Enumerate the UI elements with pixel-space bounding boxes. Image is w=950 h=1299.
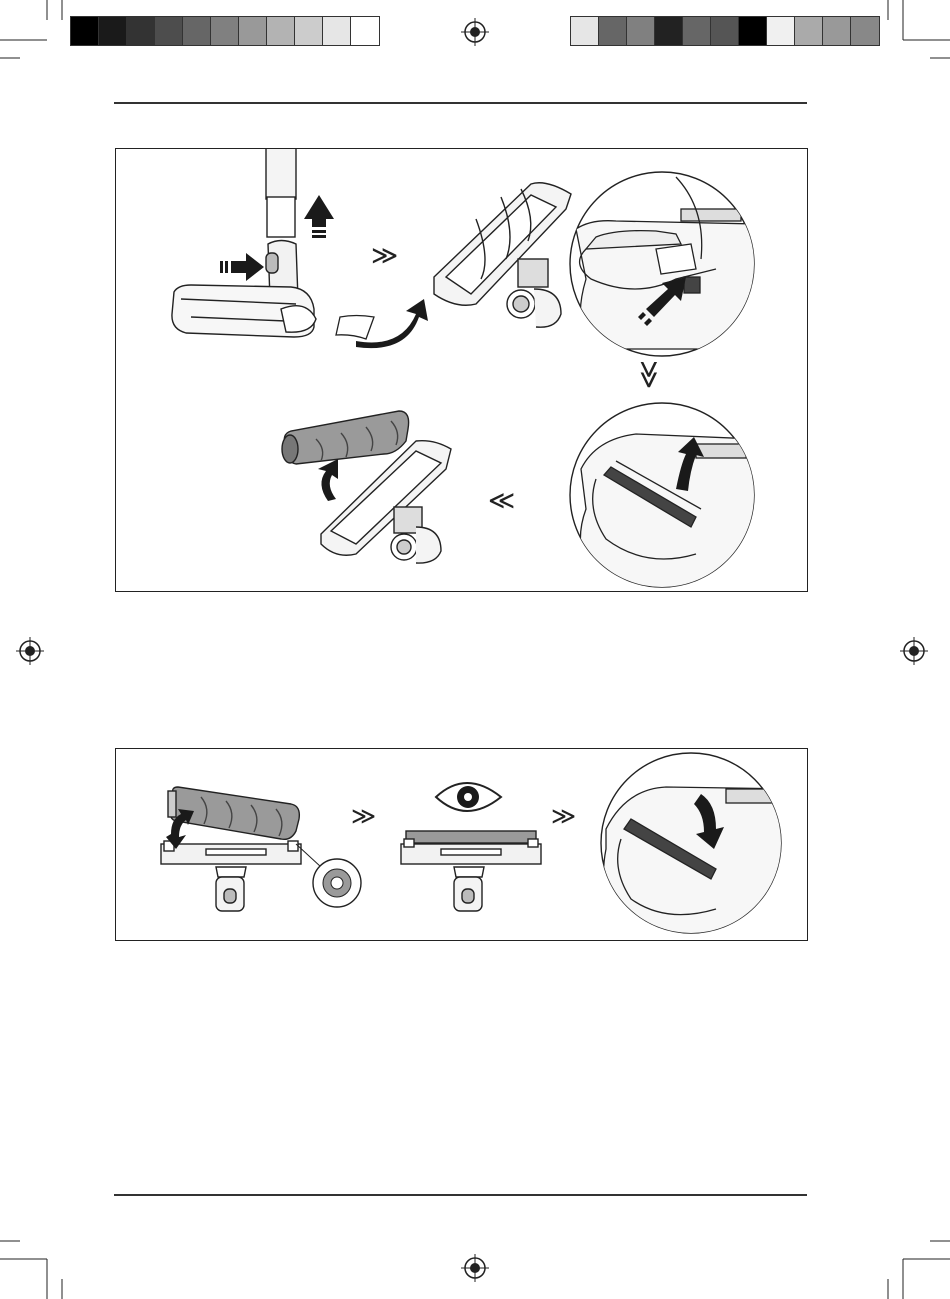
step-flip-floor-head	[434, 183, 571, 327]
detail-close-brush-cover	[601, 753, 796, 940]
step-inspect-seat	[401, 831, 541, 911]
registration-target-icon	[461, 18, 489, 46]
press-arrow-icon	[220, 253, 264, 281]
brush-insertion-illustration: ≫ ≫	[116, 749, 807, 940]
header-rule	[114, 102, 807, 104]
detail-release-button	[570, 172, 756, 356]
gear-socket-icon	[296, 844, 361, 907]
next-step-chevron-icon: ≫	[351, 802, 376, 830]
next-step-chevron-icon: ≫	[371, 241, 398, 271]
figure-brush-insertion: ≫ ≫	[115, 748, 808, 941]
detail-lift-brush-cover	[570, 403, 756, 589]
eye-icon	[436, 783, 501, 811]
next-step-chevron-icon: ≫	[551, 802, 576, 830]
footer-rule	[114, 1194, 807, 1196]
flip-arrow-icon	[336, 299, 428, 348]
step-detach-floor-head	[172, 149, 316, 337]
up-arrow-icon	[304, 195, 334, 238]
remove-arrow-icon	[318, 459, 338, 501]
registration-target-icon	[900, 637, 928, 665]
brush-removal-illustration: ≫	[116, 149, 807, 591]
back-step-chevron-icon: ≪	[488, 486, 515, 516]
figure-brush-removal: ≫	[115, 148, 808, 592]
registration-target-icon	[461, 1254, 489, 1282]
registration-target-icon	[16, 637, 44, 665]
step-remove-brush-roller	[282, 411, 451, 563]
down-step-chevron-icon: ≫	[633, 360, 666, 389]
step-insert-brush-roller	[161, 787, 301, 911]
